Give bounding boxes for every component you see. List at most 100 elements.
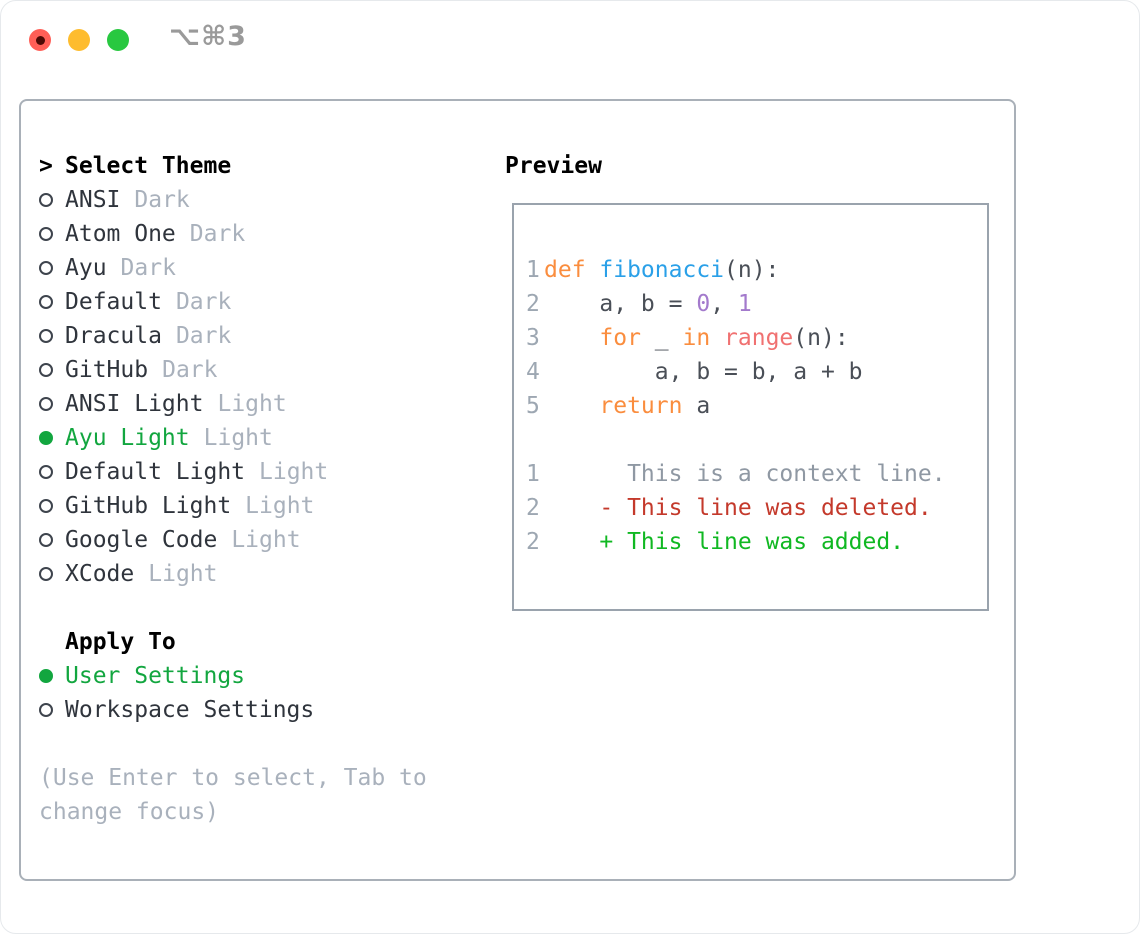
prompt-icon: > xyxy=(39,153,53,179)
minimize-button[interactable] xyxy=(68,29,90,51)
theme-variant-tag: Light xyxy=(259,459,329,485)
theme-option-label: Atom One xyxy=(65,221,176,247)
radio-unselected-icon xyxy=(39,397,53,411)
line-number: 2 xyxy=(526,291,540,317)
radio-cell xyxy=(39,533,65,547)
code-token-pl: _ xyxy=(640,325,683,351)
code-token-kw: return xyxy=(599,393,683,419)
theme-option-label: Dracula xyxy=(65,323,162,349)
line-number: 1 xyxy=(526,461,540,487)
code-token-pl: (n): xyxy=(793,325,849,351)
theme-variant-tag: Dark xyxy=(120,255,176,281)
line-number: 4 xyxy=(526,359,540,385)
theme-list-header: Select Theme xyxy=(65,153,232,179)
radio-selected-icon xyxy=(39,669,53,683)
theme-list-header-row: > Select Theme xyxy=(39,149,427,183)
theme-option-label: Ayu xyxy=(65,255,107,281)
theme-option-label: GitHub xyxy=(65,357,149,383)
apply-option-label: Workspace Settings xyxy=(65,697,315,723)
apply-option-row[interactable]: Workspace Settings xyxy=(39,693,427,727)
apply-option-row[interactable]: User Settings xyxy=(39,659,427,693)
radio-cell xyxy=(39,669,65,683)
line-number: 5 xyxy=(526,393,540,419)
radio-selected-icon xyxy=(39,431,53,445)
code-token-pl: a, b = b, a + b xyxy=(544,359,863,385)
code-token-ctx: This is a context line. xyxy=(544,461,946,487)
theme-option-label: Google Code xyxy=(65,527,218,553)
theme-variant-tag: Light xyxy=(231,527,301,553)
preview-header: Preview xyxy=(505,153,602,179)
code-token-pl xyxy=(544,393,599,419)
radio-cell xyxy=(39,703,65,717)
radio-unselected-icon xyxy=(39,363,53,377)
code-token-kw: in xyxy=(682,325,711,351)
code-token-num: 1 xyxy=(737,291,752,317)
section-spacer xyxy=(39,727,427,761)
theme-option-label: Default Light xyxy=(65,459,246,485)
radio-cell xyxy=(39,193,65,207)
radio-unselected-icon xyxy=(39,465,53,479)
radio-cell xyxy=(39,397,65,411)
theme-variant-tag: Light xyxy=(217,391,287,417)
line-number: 1 xyxy=(526,257,540,283)
radio-unselected-icon xyxy=(39,193,53,207)
theme-variant-tag: Dark xyxy=(162,357,218,383)
preview-line xyxy=(526,423,987,457)
radio-unselected-icon xyxy=(39,329,53,343)
theme-option-row[interactable]: Ayu Dark xyxy=(39,251,427,285)
preview-line: 1 This is a context line. xyxy=(526,457,987,491)
theme-option-label: ANSI Light xyxy=(65,391,204,417)
line-number: 2 xyxy=(526,529,540,555)
line-number: 2 xyxy=(526,495,540,521)
theme-option-row[interactable]: ANSI Light Light xyxy=(39,387,427,421)
theme-option-row[interactable]: Atom One Dark xyxy=(39,217,427,251)
code-token-num: 0 xyxy=(696,291,711,317)
radio-unselected-icon xyxy=(39,295,53,309)
radio-unselected-icon xyxy=(39,261,53,275)
preview-line: 3 for _ in range(n): xyxy=(526,321,987,355)
radio-cell xyxy=(39,567,65,581)
apply-option-label: User Settings xyxy=(65,663,246,689)
radio-cell xyxy=(39,295,65,309)
preview-line: 2 + This line was added. xyxy=(526,525,987,559)
theme-option-row[interactable]: GitHub Dark xyxy=(39,353,427,387)
zoom-button[interactable] xyxy=(107,29,129,51)
code-token-pl: , xyxy=(710,291,738,317)
apply-to-header-row: Apply To xyxy=(39,625,427,659)
preview-line: 2 a, b = 0, 1 xyxy=(526,287,987,321)
theme-variant-tag: Dark xyxy=(175,323,232,349)
radio-cell xyxy=(39,227,65,241)
theme-option-row[interactable]: Dracula Dark xyxy=(39,319,427,353)
theme-option-row[interactable]: Google Code Light xyxy=(39,523,427,557)
theme-variant-tag: Light xyxy=(148,561,218,587)
preview-line: 5 return a xyxy=(526,389,987,423)
theme-variant-tag: Dark xyxy=(134,187,190,213)
apply-to-header: Apply To xyxy=(65,629,176,655)
radio-cell xyxy=(39,329,65,343)
code-token-pl xyxy=(544,325,599,351)
theme-variant-tag: Dark xyxy=(189,221,246,247)
code-token-pl: a, b = xyxy=(544,291,697,317)
line-number: 3 xyxy=(526,325,540,351)
radio-unselected-icon xyxy=(39,533,53,547)
code-token-pl xyxy=(710,325,724,351)
preview-line: 2 - This line was deleted. xyxy=(526,491,987,525)
close-button[interactable] xyxy=(29,29,51,51)
preview-line: 4 a, b = b, a + b xyxy=(526,355,987,389)
theme-option-label: GitHub Light xyxy=(65,493,232,519)
radio-unselected-icon xyxy=(39,499,53,513)
radio-cell xyxy=(39,499,65,513)
hint-line-1: (Use Enter to select, Tab to xyxy=(39,765,427,791)
code-token-pl: a xyxy=(682,393,711,419)
code-token-add: + This line was added. xyxy=(544,529,905,555)
theme-option-row[interactable]: Default Light Light xyxy=(39,455,427,489)
